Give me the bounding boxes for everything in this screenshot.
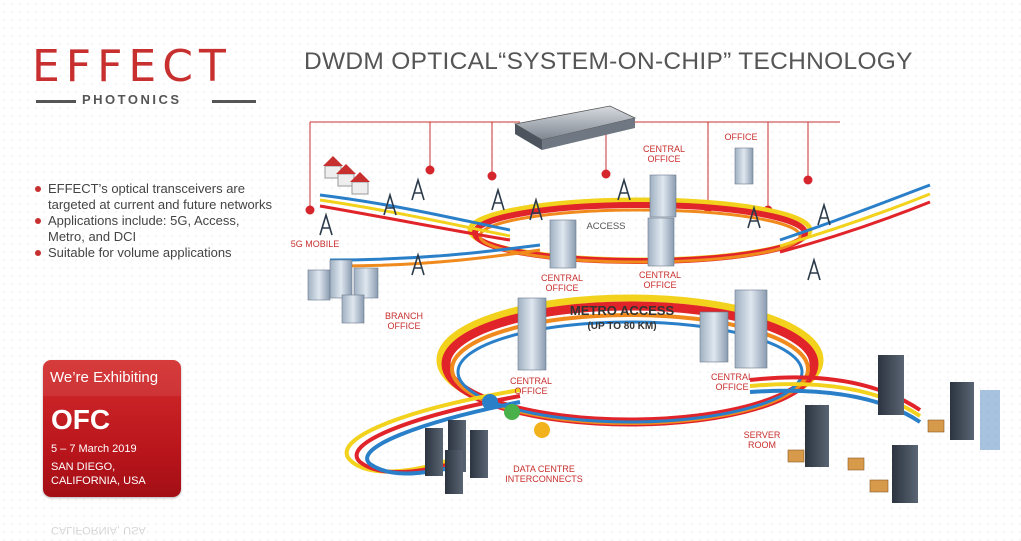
bullet-list: EFFECT’s optical transceivers are target… bbox=[34, 181, 274, 261]
logo-rule-left bbox=[36, 100, 76, 103]
logo-rule-right bbox=[212, 100, 256, 103]
badge-location: SAN DIEGO, CALIFORNIA, USA bbox=[51, 461, 146, 487]
logo-wordmark: EFFECT bbox=[32, 41, 232, 92]
page-title: DWDM OPTICAL“SYSTEM-ON-CHIP” TECHNOLOGY bbox=[304, 48, 913, 75]
badge-title: We’re Exhibiting bbox=[50, 369, 159, 386]
optical-transceiver-module bbox=[513, 105, 637, 150]
label-metro-range: (UP TO 80 KM) bbox=[587, 321, 656, 332]
cloud-service-icons bbox=[482, 394, 550, 438]
houses-icon bbox=[323, 156, 370, 195]
cell-tower-icons bbox=[319, 177, 831, 281]
bullet-item: EFFECT’s optical transceivers are target… bbox=[34, 181, 274, 213]
effect-photonics-logo: EFFECT PHOTONICS bbox=[32, 44, 260, 110]
badge-reflection: SAN DIEGO, CALIFORNIA, USA bbox=[43, 500, 181, 541]
bullet-item: Suitable for volume applications bbox=[34, 245, 274, 261]
badge-location-reflection: SAN DIEGO, CALIFORNIA, USA bbox=[51, 524, 146, 541]
metro-ring bbox=[436, 294, 824, 427]
dci-links bbox=[344, 375, 922, 476]
label-access: ACCESS bbox=[586, 221, 625, 232]
label-metro-access: METRO ACCESS bbox=[570, 303, 675, 318]
label-office: OFFICE bbox=[725, 132, 758, 142]
logo-subtitle: PHOTONICS bbox=[82, 92, 182, 107]
badge-event-name: OFC bbox=[51, 404, 111, 435]
server-rack-icons bbox=[425, 355, 1000, 503]
label-5g-mobile: 5G MOBILE bbox=[291, 239, 340, 249]
feeder-lines bbox=[319, 183, 931, 268]
bullet-item: Applications include: 5G, Access, Metro,… bbox=[34, 213, 274, 245]
box-icons bbox=[787, 419, 945, 493]
building-icons bbox=[307, 147, 768, 371]
exhibiting-badge[interactable]: We’re Exhibiting OFC 5 – 7 March 2019 SA… bbox=[43, 360, 181, 497]
badge-banner bbox=[43, 360, 181, 396]
badge-dates: 5 – 7 March 2019 bbox=[51, 443, 137, 455]
